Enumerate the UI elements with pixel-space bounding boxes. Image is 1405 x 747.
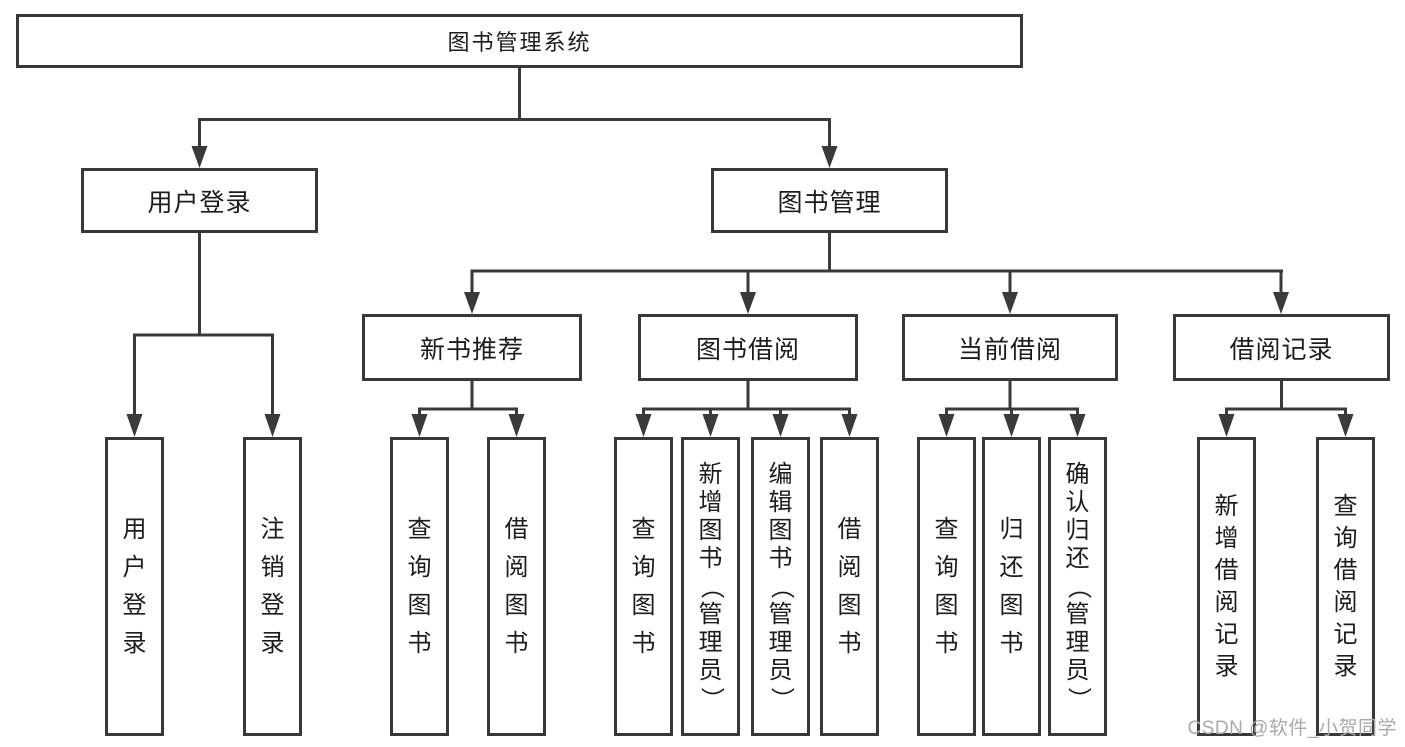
leaf-label-char: 图 <box>999 591 1024 619</box>
leaf-label-char: 借 <box>837 515 862 543</box>
leaf-label-char: 录 <box>260 629 285 657</box>
leaf-label-char: 图 <box>504 591 529 619</box>
leaf-label-char: 员 <box>1065 656 1090 684</box>
leaf-label-char: 询 <box>631 553 656 581</box>
node-new-book-recommend-label: 新书推荐 <box>419 335 524 364</box>
leaf-return-book: 归还图书 <box>982 437 1041 736</box>
leaf-label-char: ） <box>1064 686 1092 711</box>
node-root-label: 图书管理系统 <box>447 30 592 55</box>
leaf-label-char: 阅 <box>1333 588 1358 616</box>
leaf-label-char: 书 <box>999 629 1024 657</box>
leaf-label-char: 图 <box>768 516 793 544</box>
leaf-label-char: 书 <box>698 544 723 572</box>
node-root-system: 图书管理系统 <box>16 14 1023 68</box>
leaf-label-char: 新 <box>1214 492 1239 520</box>
leaf-recommend-query-book: 查询图书 <box>390 437 449 736</box>
leaf-label-char: 查 <box>407 515 432 543</box>
leaf-label-char: 销 <box>260 553 285 581</box>
node-new-book-recommend: 新书推荐 <box>362 314 582 381</box>
leaf-label-char: 注 <box>260 515 285 543</box>
leaf-label-char: 书 <box>934 629 959 657</box>
leaf-label-char: 编 <box>768 460 793 488</box>
leaf-label-char: 还 <box>999 553 1024 581</box>
leaf-label-char: 借 <box>504 515 529 543</box>
leaf-label-char: 询 <box>1333 524 1358 552</box>
leaf-label-char: （ <box>767 574 795 599</box>
leaf-label-char: 归 <box>999 515 1024 543</box>
leaf-label-char: 图 <box>934 591 959 619</box>
leaf-user-login: 用户登录 <box>105 437 164 736</box>
leaf-label-char: 书 <box>768 544 793 572</box>
leaf-label-char: 查 <box>631 515 656 543</box>
leaf-label-char: 书 <box>407 629 432 657</box>
node-user-login-label: 用户登录 <box>147 188 252 217</box>
node-book-borrow-label: 图书借阅 <box>695 335 800 364</box>
leaf-label-char: 新 <box>698 460 723 488</box>
leaf-label-char: 阅 <box>504 553 529 581</box>
leaf-label-char: 增 <box>698 488 723 516</box>
leaf-label-char: 确 <box>1065 460 1090 488</box>
node-current-borrow-label: 当前借阅 <box>957 335 1062 364</box>
leaf-label-char: 管 <box>1065 600 1090 628</box>
leaf-label-char: 记 <box>1333 620 1358 648</box>
node-book-management: 图书管理 <box>711 168 948 233</box>
leaf-label-char: 理 <box>768 628 793 656</box>
node-borrow-records-label: 借阅记录 <box>1229 335 1334 364</box>
leaf-label-char: ） <box>767 686 795 711</box>
leaf-confirm-return-admin: 确认归还（管理员） <box>1048 437 1107 736</box>
leaf-label-char: 还 <box>1065 544 1090 572</box>
leaf-label-char: ） <box>697 686 725 711</box>
leaf-label-char: 询 <box>407 553 432 581</box>
leaf-borrow-query-book: 查询图书 <box>614 437 673 736</box>
node-current-borrow: 当前借阅 <box>902 314 1118 381</box>
leaf-label-char: 录 <box>1214 652 1239 680</box>
leaf-label-char: 理 <box>698 628 723 656</box>
leaf-label-char: 员 <box>698 656 723 684</box>
leaf-add-book-admin: 新增图书（管理员） <box>681 437 740 736</box>
leaf-label-char: 借 <box>1214 556 1239 584</box>
leaf-label-char: 图 <box>837 591 862 619</box>
node-user-login: 用户登录 <box>81 168 318 233</box>
leaf-current-query-book: 查询图书 <box>917 437 976 736</box>
leaf-label-char: 增 <box>1214 524 1239 552</box>
leaf-label-char: 图 <box>631 591 656 619</box>
leaf-edit-book-admin: 编辑图书（管理员） <box>751 437 810 736</box>
node-book-borrow: 图书借阅 <box>638 314 858 381</box>
leaf-label-char: 记 <box>1214 620 1239 648</box>
leaf-label-char: 借 <box>1333 556 1358 584</box>
leaf-query-borrow-record: 查询借阅记录 <box>1316 437 1375 736</box>
leaf-label-char: 阅 <box>1214 588 1239 616</box>
leaf-label-char: 登 <box>122 591 147 619</box>
leaf-label-char: 图 <box>407 591 432 619</box>
leaf-label-char: 登 <box>260 591 285 619</box>
leaf-label-char: 录 <box>1333 652 1358 680</box>
leaf-label-char: 户 <box>122 553 147 581</box>
leaf-label-char: 书 <box>837 629 862 657</box>
leaf-label-char: 辑 <box>768 488 793 516</box>
leaf-label-char: 书 <box>504 629 529 657</box>
node-book-management-label: 图书管理 <box>777 188 882 217</box>
leaf-label-char: 查 <box>1333 492 1358 520</box>
leaf-label-char: 询 <box>934 553 959 581</box>
leaf-label-char: 管 <box>698 600 723 628</box>
leaf-label-char: 归 <box>1065 516 1090 544</box>
leaf-label-char: 查 <box>934 515 959 543</box>
leaf-label-char: （ <box>1064 574 1092 599</box>
leaf-label-char: 书 <box>631 629 656 657</box>
leaf-label-char: 认 <box>1065 488 1090 516</box>
leaf-logout: 注销登录 <box>243 437 302 736</box>
watermark: CSDN @软件_小贺同学 <box>1187 718 1397 739</box>
leaf-borrow-book: 借阅图书 <box>820 437 879 736</box>
node-borrow-records: 借阅记录 <box>1173 314 1390 381</box>
leaf-label-char: 用 <box>122 515 147 543</box>
leaf-label-char: （ <box>697 574 725 599</box>
leaf-label-char: 理 <box>1065 628 1090 656</box>
leaf-label-char: 录 <box>122 629 147 657</box>
leaf-label-char: 阅 <box>837 553 862 581</box>
leaf-recommend-borrow-book: 借阅图书 <box>487 437 546 736</box>
leaf-add-borrow-record: 新增借阅记录 <box>1197 437 1256 736</box>
leaf-label-char: 图 <box>698 516 723 544</box>
leaf-label-char: 员 <box>768 656 793 684</box>
leaf-label-char: 管 <box>768 600 793 628</box>
